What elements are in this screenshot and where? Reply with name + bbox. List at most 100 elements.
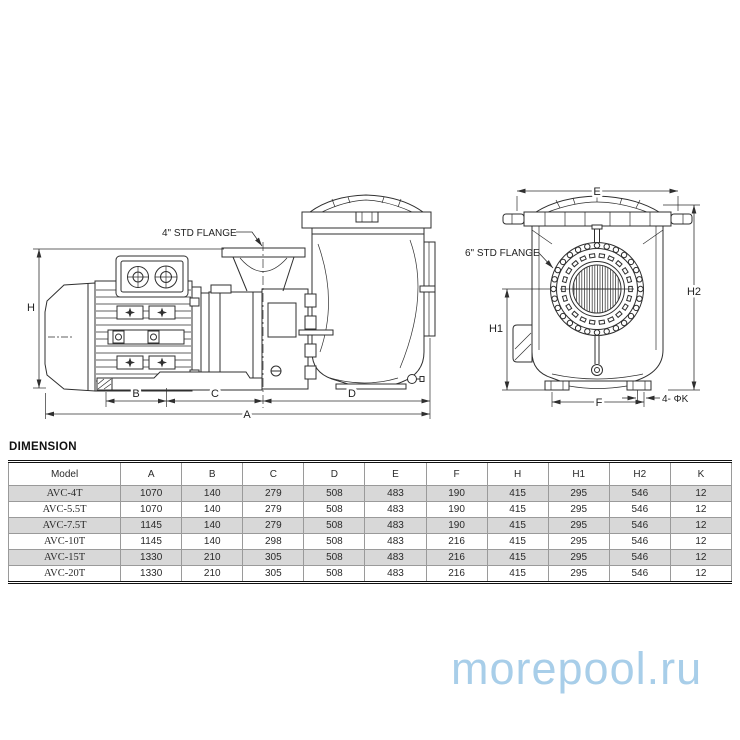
dim-label-h2: H2 [687,286,701,298]
side-outlet [512,324,533,363]
table-header-cell: C [242,461,305,486]
value-cell: 305 [242,565,305,583]
value-cell: 546 [608,501,671,518]
value-cell: 190 [425,501,488,518]
value-cell: 415 [486,533,549,550]
value-cell: 483 [364,533,427,550]
front-view-drawing: E H2 H1 F 4- ΦK 6" STD FLANGE [465,184,704,412]
value-cell: 295 [547,549,610,566]
value-cell: 546 [608,565,671,583]
model-cell: AVC-10T [7,533,122,550]
dim-label-a: A [243,409,251,421]
value-cell: 12 [669,501,733,518]
lid-wing-handle [670,213,693,225]
mounting-foot [544,380,570,391]
table-header-cell: B [181,461,244,486]
lid-wing-handle [502,213,525,225]
value-cell: 295 [547,501,610,518]
dim-label-h1: H1 [489,323,503,335]
suction-flange-label: 4" STD FLANGE [162,228,237,239]
dim-label-c: C [211,388,219,400]
table-header-cell: E [364,461,427,486]
table-header-cell: H [486,461,549,486]
value-cell: 216 [425,549,488,566]
model-cell: AVC-20T [7,565,122,583]
model-cell: AVC-7.5T [7,517,122,534]
table-header-cell: F [425,461,488,486]
value-cell: 12 [669,533,733,550]
value-cell: 483 [364,485,427,502]
dim-label-d: D [348,388,356,400]
dim-label-b: B [132,388,139,400]
value-cell: 216 [425,533,488,550]
value-cell: 1330 [120,549,183,566]
value-cell: 298 [242,533,305,550]
value-cell: 279 [242,517,305,534]
mounting-foot [626,380,652,391]
pump-volute [261,288,309,390]
value-cell: 295 [547,485,610,502]
value-cell: 508 [303,501,366,518]
value-cell: 12 [669,565,733,583]
value-cell: 190 [425,485,488,502]
model-cell: AVC-15T [7,549,122,566]
value-cell: 305 [242,549,305,566]
dim-label-e: E [593,186,600,198]
side-view-drawing: H B C D A 4" STD FLANGE [25,194,436,424]
table-header-cell: H1 [547,461,610,486]
tank-lid-side [309,194,424,213]
value-cell: 295 [547,533,610,550]
value-cell: 295 [547,565,610,583]
value-cell: 483 [364,517,427,534]
value-cell: 279 [242,501,305,518]
value-cell: 508 [303,517,366,534]
value-cell: 12 [669,549,733,566]
value-cell: 12 [669,517,733,534]
value-cell: 546 [608,517,671,534]
value-cell: 415 [486,501,549,518]
table-header-cell: H2 [608,461,671,486]
value-cell: 210 [181,565,244,583]
value-cell: 508 [303,485,366,502]
bolt-hole-note: 4- ΦK [662,394,689,405]
pump-technical-drawing: H B C D A 4" STD FLANGE [25,184,704,424]
value-cell: 1070 [120,501,183,518]
value-cell: 415 [486,565,549,583]
value-cell: 140 [181,485,244,502]
value-cell: 483 [364,565,427,583]
value-cell: 508 [303,549,366,566]
model-cell: AVC-4T [7,485,122,502]
value-cell: 12 [669,485,733,502]
dim-label-h: H [27,302,35,314]
value-cell: 210 [181,549,244,566]
value-cell: 415 [486,549,549,566]
value-cell: 1145 [120,517,183,534]
model-cell: AVC-5.5T [7,501,122,518]
value-cell: 1070 [120,485,183,502]
table-header-cell: Model [7,461,122,486]
flange-bolt-holes [550,242,644,336]
table-header-cell: A [120,461,183,486]
value-cell: 546 [608,485,671,502]
value-cell: 140 [181,501,244,518]
value-cell: 546 [608,533,671,550]
table-header-cell: D [303,461,366,486]
drain-plug [591,364,603,376]
value-cell: 279 [242,485,305,502]
value-cell: 1145 [120,533,183,550]
table-title: DIMENSION [9,441,77,453]
value-cell: 190 [425,517,488,534]
suction-flange [221,247,306,258]
value-cell: 415 [486,517,549,534]
value-cell: 546 [608,549,671,566]
value-cell: 140 [181,517,244,534]
